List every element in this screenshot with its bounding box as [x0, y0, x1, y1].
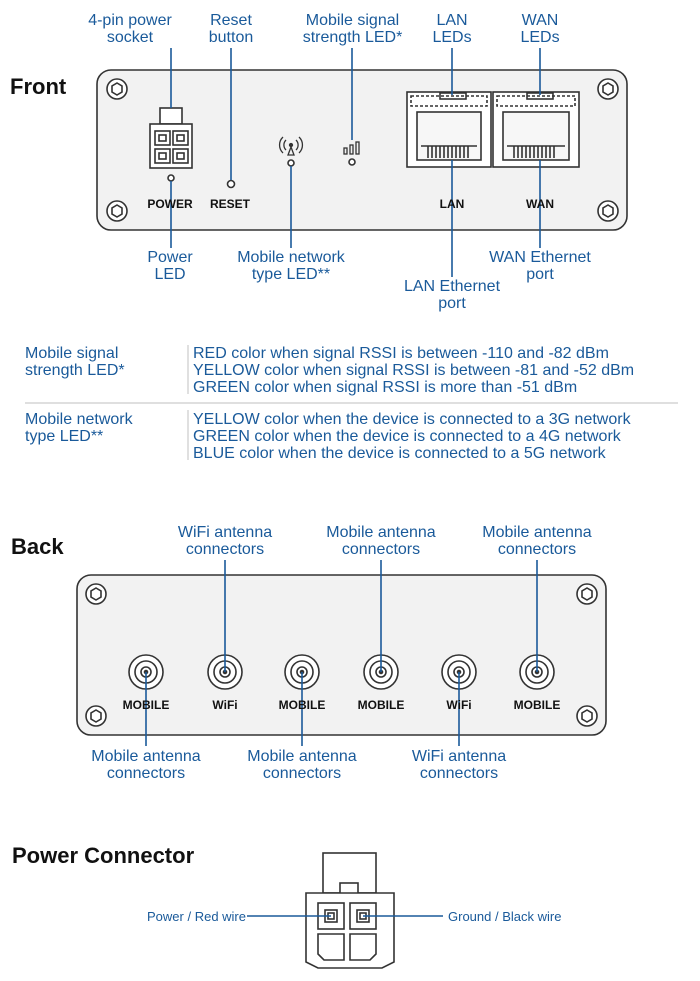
network-type-led-callout: Mobile network type LED**	[237, 249, 345, 283]
legend-line: GREEN color when the device is connected…	[193, 428, 621, 445]
wan-leds-callout: WAN LEDs	[520, 12, 560, 46]
power-led-callout: Power LED	[147, 249, 193, 283]
wan-port-label: WAN	[526, 197, 554, 211]
signal-strength-bars-icon	[343, 141, 360, 155]
legend-line: BLUE color when the device is connected …	[193, 445, 606, 462]
back-screw-icon	[85, 583, 598, 727]
power-connector-section-title: Power Connector	[12, 843, 195, 868]
lan-port-label: LAN	[439, 197, 465, 211]
bottom-mobile-antenna-callout-2: Mobile antenna connectors	[247, 748, 357, 782]
back-connector-label: WiFi	[212, 698, 238, 712]
wan-port-icon	[492, 91, 580, 168]
ground-black-wire-label: Ground / Black wire	[448, 909, 562, 924]
legend-line: GREEN color when signal RSSI is more tha…	[193, 379, 578, 396]
power-connector-icon	[305, 852, 395, 969]
reset-port-label: RESET	[209, 197, 250, 211]
lan-port-icon	[406, 91, 492, 168]
reset-hole-icon	[226, 179, 236, 189]
wan-ethernet-port-callout: WAN Ethernet port	[489, 249, 591, 283]
legend-term-signal-led: Mobile signal strength LED*	[25, 345, 125, 379]
power-led-icon	[167, 174, 175, 182]
legend-desc-network-led: YELLOW color when the device is connecte…	[193, 411, 631, 462]
network-type-led-icon	[287, 159, 295, 167]
front-screw-icon	[106, 78, 619, 222]
lan-ethernet-port-callout: LAN Ethernet port	[403, 278, 501, 312]
front-section-title: Front	[10, 74, 67, 99]
power-socket-callout: 4-pin power socket	[88, 12, 172, 46]
legend-line: YELLOW color when the device is connecte…	[193, 411, 631, 428]
front-callout-lines	[170, 48, 541, 277]
power-red-wire-label: Power / Red wire	[147, 909, 246, 924]
back-connector-label: MOBILE	[122, 698, 170, 712]
legend-term-network-led: Mobile network type LED**	[25, 411, 133, 445]
top-wifi-antenna-callout: WiFi antenna connectors	[177, 524, 273, 558]
signal-strength-led-icon	[348, 158, 356, 166]
legend-desc-signal-led: RED color when signal RSSI is between -1…	[193, 345, 634, 396]
power-port-label: POWER	[147, 197, 193, 211]
antenna-symbol-icon	[278, 136, 304, 156]
top-mobile-antenna-callout-1: Mobile antenna connectors	[326, 524, 436, 558]
signal-strength-led-callout: Mobile signal strength LED*	[302, 12, 403, 46]
back-panel	[76, 574, 607, 736]
legend-line: YELLOW color when signal RSSI is between…	[193, 362, 635, 379]
antenna-connector-icon	[128, 654, 555, 690]
back-connector-label: WiFi	[446, 698, 472, 712]
lan-leds-callout: LAN LEDs	[432, 12, 472, 46]
back-section-title: Back	[11, 534, 64, 559]
legend-separators	[25, 345, 678, 460]
back-connector-label: MOBILE	[513, 698, 561, 712]
back-connector-label: MOBILE	[357, 698, 405, 712]
bottom-mobile-antenna-callout-1: Mobile antenna connectors	[91, 748, 201, 782]
back-callout-lines	[145, 560, 538, 746]
bottom-wifi-antenna-callout: WiFi antenna connectors	[411, 748, 507, 782]
reset-button-callout: Reset button	[208, 12, 254, 46]
legend-line: RED color when signal RSSI is between -1…	[193, 345, 609, 362]
top-mobile-antenna-callout-2: Mobile antenna connectors	[482, 524, 592, 558]
back-connector-label: MOBILE	[278, 698, 326, 712]
